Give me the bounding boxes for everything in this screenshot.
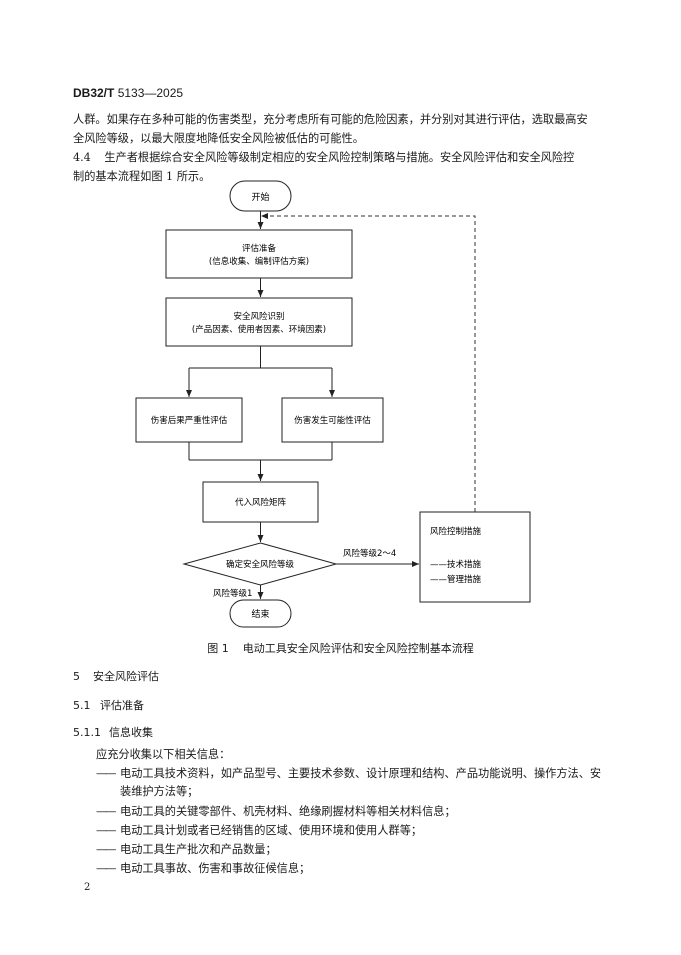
intro-line-1: 人群。如果存在多种可能的伤害类型，充分考虑所有可能的危险因素，并分别对其进行评估… xyxy=(73,113,588,126)
list-dash: —— xyxy=(96,862,116,875)
standard-number: 5133—2025 xyxy=(117,86,184,100)
list-item-text: 电动工具的关键零部件、机壳材料、绝缘刷握材料等相关材料信息； xyxy=(120,805,456,818)
matrix-label: 代入风险矩阵 xyxy=(235,497,287,508)
intro-paragraph: 人群。如果存在多种可能的伤害类型，充分考虑所有可能的危险因素，并分别对其进行评估… xyxy=(73,110,603,186)
list-item: —— 电动工具的关键零部件、机壳材料、绝缘刷握材料等相关材料信息； xyxy=(96,802,606,821)
control-item-technical: ——技术措施 xyxy=(430,559,482,570)
figure-caption: 图 1 电动工具安全风险评估和安全风险控制基本流程 xyxy=(0,640,681,656)
severity-box xyxy=(135,397,243,443)
clause-text-1: 生产者根据综合安全风险等级制定相应的安全风险控制策略与措施。安全风险评估和安全风… xyxy=(104,151,575,164)
identification-subtitle: (产品因素、使用者因素、环境因素) xyxy=(192,324,326,335)
section-5-heading: 5 安全风险评估 xyxy=(73,668,159,684)
list-item-text: 电动工具计划或者已经销售的区域、使用环境和使用人群等； xyxy=(120,824,423,837)
intro-line-2: 全风险等级，以最大限度地降低安全风险被低估的可能性。 xyxy=(73,132,364,145)
list-item: —— 电动工具计划或者已经销售的区域、使用环境和使用人群等； xyxy=(96,821,606,840)
end-label: 结束 xyxy=(251,608,269,620)
list-dash: —— xyxy=(96,805,116,818)
matrix-box xyxy=(202,481,319,523)
section-title: 评估准备 xyxy=(100,699,144,712)
section-title: 信息收集 xyxy=(109,726,153,739)
identification-title: 安全风险识别 xyxy=(233,311,284,322)
control-box xyxy=(419,511,531,603)
section-number: 5.1.1 xyxy=(73,726,101,739)
list-item-text: 电动工具生产批次和产品数量； xyxy=(120,843,277,856)
clause-4-4: 4.4 生产者根据综合安全风险等级制定相应的安全风险控制策略与措施。安全风险评估… xyxy=(73,148,603,167)
list-item-continuation: 装维护方法等； xyxy=(120,785,199,798)
control-item-management: ——管理措施 xyxy=(430,574,482,585)
clause-text-2: 制的基本流程如图 1 所示。 xyxy=(73,170,211,183)
level-low-label: 风险等级1 xyxy=(213,588,252,599)
list-item-text: 电动工具技术资料，如产品型号、主要技术参数、设计原理和结构、产品功能说明、操作方… xyxy=(120,767,602,780)
standard-prefix: DB32/T xyxy=(73,86,115,100)
decision-label: 确定安全风险等级 xyxy=(226,559,295,570)
section-5-1-heading: 5.1 评估准备 xyxy=(73,697,144,713)
list-item-text: 电动工具事故、伤害和事故征候信息； xyxy=(120,862,311,875)
page-number: 2 xyxy=(84,882,91,893)
flowchart: 开始 评估准备 (信息收集、编制评估方案) 安全风险识别 (产品因素、使用者因素… xyxy=(135,180,531,628)
figure-label: 图 1 xyxy=(207,642,229,655)
list-dash: —— xyxy=(96,767,116,780)
probability-box xyxy=(281,397,384,443)
end-node xyxy=(229,599,292,628)
clause-number: 4.4 xyxy=(73,151,91,164)
section-5-1-1-heading: 5.1.1 信息收集 xyxy=(73,724,153,740)
feedback-dashed-line xyxy=(261,213,476,512)
prep-box xyxy=(165,229,353,279)
section-number: 5.1 xyxy=(73,699,91,712)
level-high-label: 风险等级2～4 xyxy=(343,548,396,559)
list-dash: —— xyxy=(96,843,116,856)
control-title: 风险控制措施 xyxy=(430,526,482,537)
prep-subtitle: (信息收集、编制评估方案) xyxy=(209,256,309,267)
probability-label: 伤害发生可能性评估 xyxy=(294,415,371,426)
section-number: 5 xyxy=(73,670,80,683)
list-item: —— 电动工具事故、伤害和事故征候信息； xyxy=(96,859,606,878)
document-header: DB32/T 5133—2025 xyxy=(73,86,183,100)
identification-box xyxy=(165,297,353,347)
prep-title: 评估准备 xyxy=(242,243,277,254)
list-item: —— 电动工具技术资料，如产品型号、主要技术参数、设计原理和结构、产品功能说明、操… xyxy=(96,764,606,783)
list-lead: 应充分收集以下相关信息： xyxy=(96,748,231,761)
start-label: 开始 xyxy=(251,191,269,203)
list-dash: —— xyxy=(96,824,116,837)
severity-label: 伤害后果严重性评估 xyxy=(151,415,228,426)
list-item: —— 电动工具生产批次和产品数量； xyxy=(96,840,606,859)
figure-title: 电动工具安全风险评估和安全风险控制基本流程 xyxy=(242,642,474,655)
section-title: 安全风险评估 xyxy=(93,670,159,683)
